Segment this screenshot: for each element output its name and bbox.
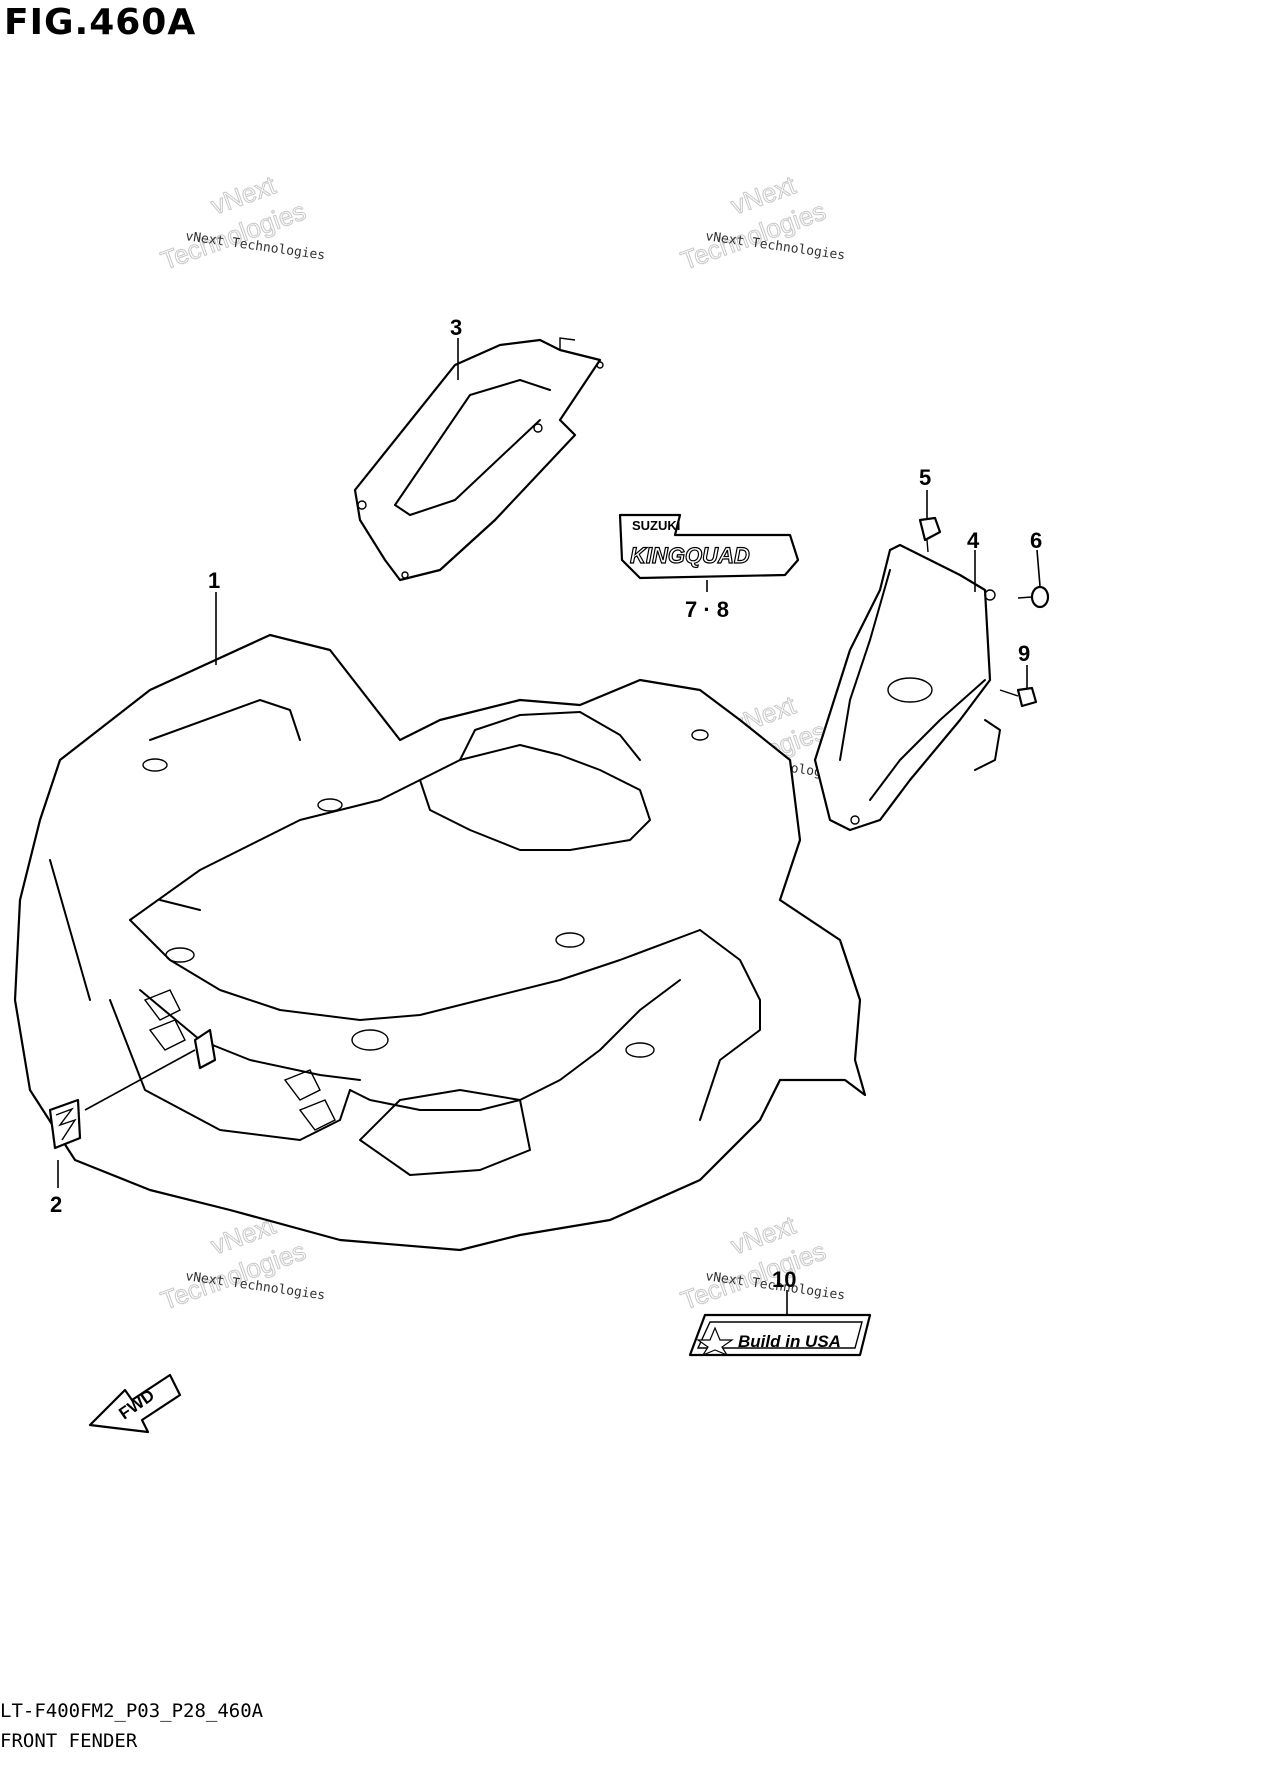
decal-brand-text: SUZUKI (632, 518, 680, 533)
callout-3: 3 (450, 315, 462, 340)
star-icon (696, 1326, 734, 1357)
part-2-emblem (48, 1028, 217, 1150)
callout-1: 1 (208, 568, 220, 593)
callout-5: 5 (919, 465, 931, 490)
callout-9: 9 (1018, 641, 1030, 666)
callout-6: 6 (1030, 528, 1042, 553)
decal-model-text: KINGQUAD (630, 543, 750, 568)
callout-2: 2 (50, 1192, 62, 1217)
callout-10: 10 (772, 1267, 796, 1292)
watermark-top-right: vNext Technologies vNext Technologies (676, 169, 846, 276)
callout-7-8: 7 · 8 (685, 597, 729, 622)
part-7-8-kingquad-decal: SUZUKI KINGQUAD (618, 513, 800, 580)
part-9-bolt (999, 686, 1038, 708)
decal-usa-text: Build in USA (738, 1332, 841, 1351)
callout-4: 4 (967, 528, 980, 553)
fwd-arrow-icon: FWD (88, 1373, 182, 1434)
watermark-bottom-right: vNext Technologies vNext Technologies (676, 1209, 846, 1316)
figure-name: FRONT FENDER (0, 1730, 138, 1752)
leader-2b (84, 1049, 196, 1111)
part-3-inner-cover (353, 337, 604, 582)
part-4-side-panel (813, 543, 1001, 832)
part-6-screw (1017, 585, 1050, 609)
leader-6 (1036, 549, 1041, 587)
part-10-build-in-usa-decal: Build in USA (688, 1313, 872, 1357)
part-5-clip (918, 516, 942, 553)
figure-title: FIG.460A (4, 2, 197, 43)
part-1-front-fender (13, 633, 867, 1252)
watermark-top-left: vNext Technologies vNext Technologies (156, 169, 326, 276)
figure-code: LT-F400FM2_P03_P28_460A (0, 1700, 264, 1722)
